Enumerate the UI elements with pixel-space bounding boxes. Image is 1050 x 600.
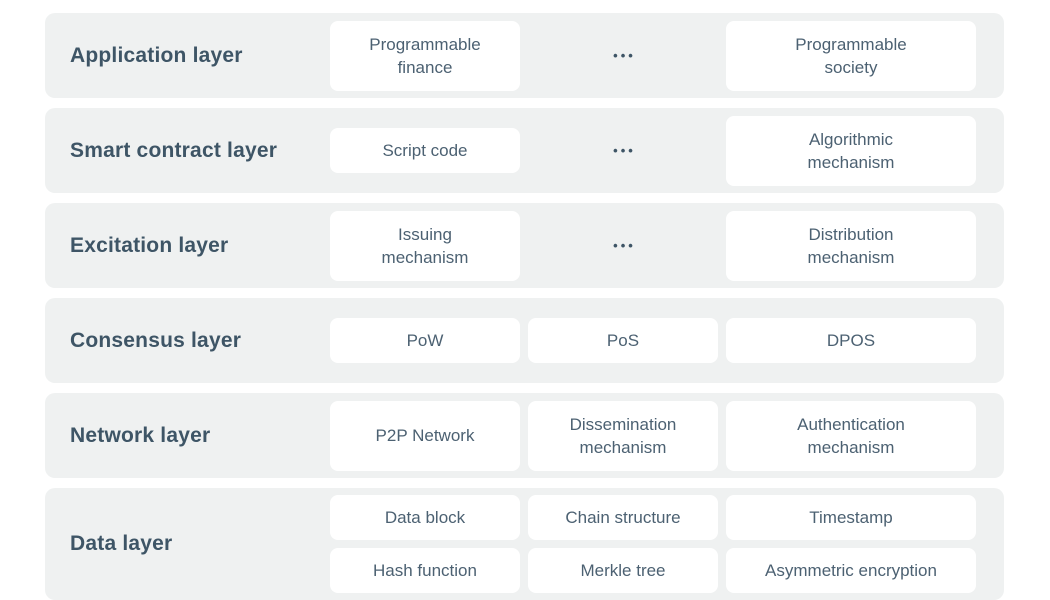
card-stack: Data block Hash function (330, 488, 520, 600)
component-card-authentication-mechanism: Authentication mechanism (726, 400, 976, 471)
component-card-pos: PoS (528, 318, 718, 363)
ellipsis-dots: ••• (613, 48, 636, 63)
component-card-script-code: Script code (330, 128, 520, 173)
component-card-chain-structure: Chain structure (528, 495, 718, 540)
component-card-timestamp: Timestamp (726, 495, 976, 540)
component-card-asymmetric-encryption: Asymmetric encryption (726, 548, 976, 593)
component-card-dissemination-mechanism: Dissemination mechanism (528, 400, 718, 471)
ellipsis-dots: ••• (613, 143, 636, 158)
layer-row-application: Application layer Programmable finance •… (45, 13, 1004, 98)
layer-row-excitation: Excitation layer Issuing mechanism ••• D… (45, 203, 1004, 288)
component-card-data-block: Data block (330, 495, 520, 540)
component-card-algorithmic-mechanism: Algorithmic mechanism (726, 115, 976, 186)
layer-row-consensus: Consensus layer PoW PoS DPOS (45, 298, 1004, 383)
card-stack: Timestamp Asymmetric encryption (726, 488, 976, 600)
component-card-pow: PoW (330, 318, 520, 363)
layer-row-data: Data layer Data block Hash function Chai… (45, 488, 1004, 600)
layer-label-data: Data layer (70, 532, 173, 555)
component-card-programmable-finance: Programmable finance (330, 20, 520, 91)
layer-label-smart-contract: Smart contract layer (70, 138, 278, 162)
layer-row-smart-contract: Smart contract layer Script code ••• Alg… (45, 108, 1004, 193)
component-card-dpos: DPOS (726, 318, 976, 363)
layer-label-consensus: Consensus layer (70, 328, 242, 352)
layer-label-application: Application layer (70, 43, 243, 67)
component-card-programmable-society: Programmable society (726, 20, 976, 91)
component-card-issuing-mechanism: Issuing mechanism (330, 210, 520, 281)
component-card-merkle-tree: Merkle tree (528, 548, 718, 593)
component-card-distribution-mechanism: Distribution mechanism (726, 210, 976, 281)
component-card-hash-function: Hash function (330, 548, 520, 593)
component-card-p2p-network: P2P Network (330, 400, 520, 471)
layer-row-network: Network layer P2P Network Dissemination … (45, 393, 1004, 478)
layer-label-excitation: Excitation layer (70, 233, 229, 257)
ellipsis-dots: ••• (613, 238, 636, 253)
layer-label-network: Network layer (70, 423, 211, 447)
card-stack: Chain structure Merkle tree (528, 488, 718, 600)
